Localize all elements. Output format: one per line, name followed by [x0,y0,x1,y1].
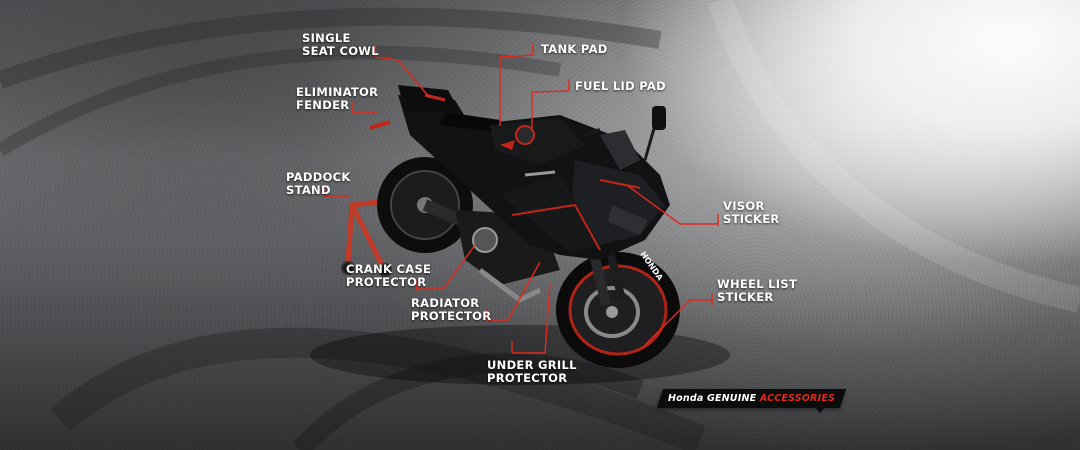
label-under-grill-protector: UNDER GRILL PROTECTOR [487,358,577,385]
label-radiator-protector: RADIATOR PROTECTOR [411,296,492,323]
label-crank-case-protector: CRANK CASE PROTECTOR [346,262,432,289]
brand-accent: ACCESSORIES [759,393,836,404]
badge-pointer [815,407,825,413]
label-eliminator-fender: ELIMINATOR FENDER [296,85,379,112]
brand-prefix: Honda GENUINE [667,393,757,404]
genuine-accessories-badge: Honda GENUINE ACCESSORIES [656,389,847,408]
label-wheel-list-sticker: WHEEL LIST STICKER [717,277,798,304]
label-paddock-stand: PADDOCK STAND [286,170,351,197]
label-single-seat-cowl: SINGLE SEAT COWL [302,31,379,58]
label-tank-pad: TANK PAD [541,42,608,56]
label-visor-sticker: VISOR STICKER [723,199,780,226]
label-fuel-lid-pad: FUEL LID PAD [575,79,666,93]
